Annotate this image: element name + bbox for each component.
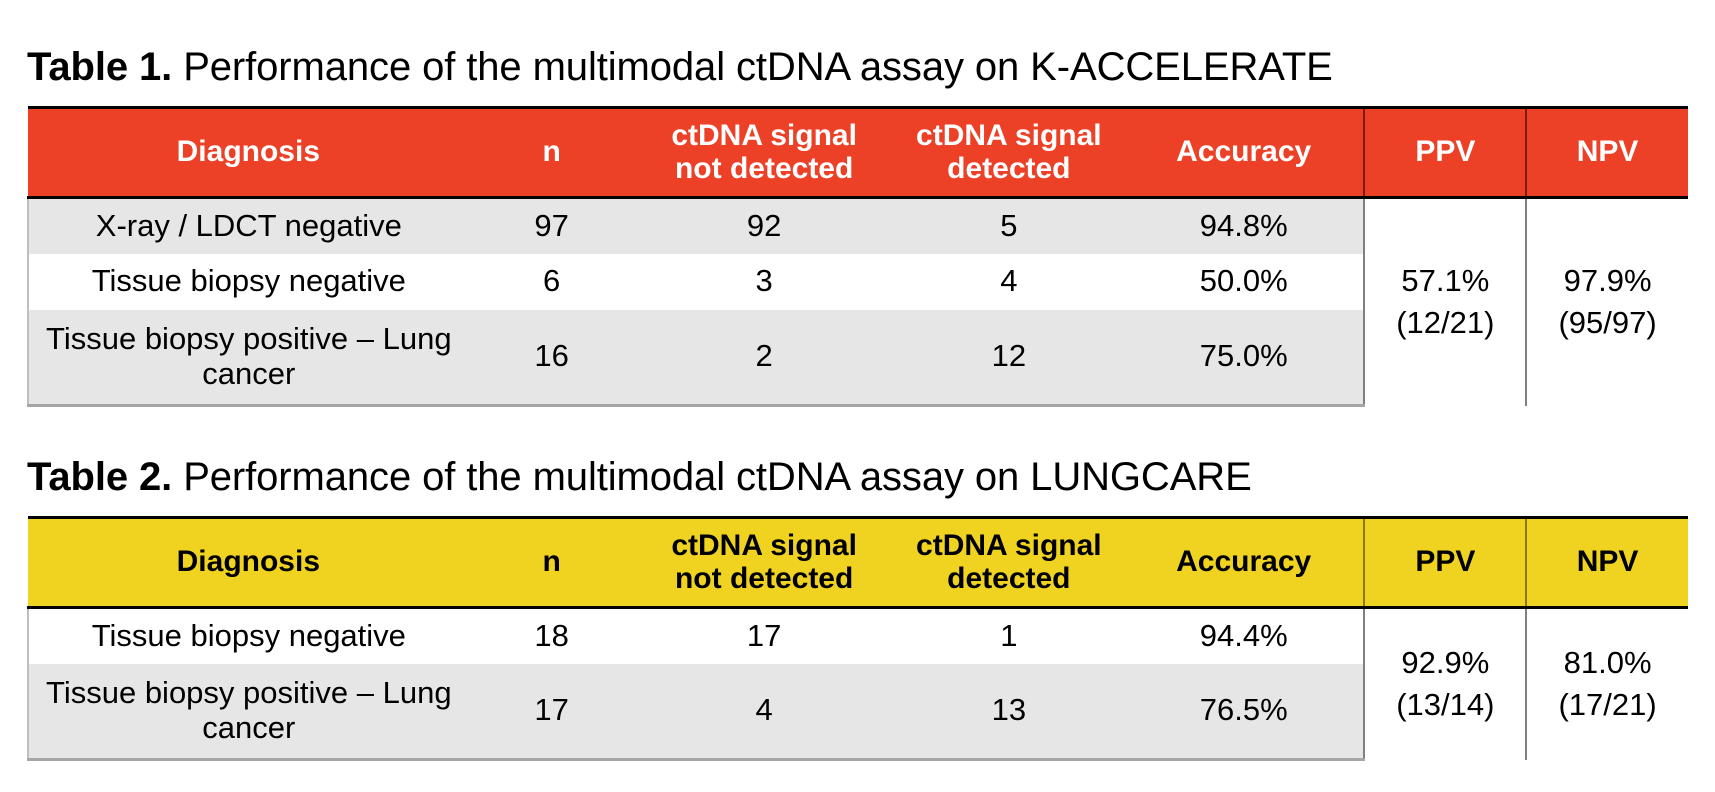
table-2-col-header-n: n [468, 516, 635, 609]
table-1-r1-n: 97 [468, 197, 635, 254]
table-2-npv-value: 81.0% (17/21) [1525, 607, 1688, 760]
table-2-r2-n: 17 [468, 663, 635, 761]
table-1-r3-diagnosis: Tissue biopsy positive – Lung cancer [27, 309, 469, 407]
table-2-lungcare: Diagnosis n ctDNA signal not detected ct… [27, 516, 1688, 761]
table-row: Tissue biopsy negative 18 17 1 94.4% 92.… [27, 607, 1688, 760]
table-1-col-header-not-detected: ctDNA signal not detected [634, 106, 894, 199]
table-2-col-header-npv: NPV [1525, 516, 1688, 609]
table-1-r1-not-detected: 92 [634, 197, 894, 254]
table-1-caption-label: Table 1. [27, 45, 173, 89]
table-2-r1-detected: 1 [893, 607, 1124, 664]
table-1-npv-value: 97.9% (95/97) [1525, 197, 1688, 406]
table-2-r1-diagnosis: Tissue biopsy negative [27, 607, 469, 664]
table-1-r3-accuracy: 75.0% [1123, 309, 1366, 407]
table-1-caption-text: Performance of the multimodal ctDNA assa… [172, 45, 1333, 89]
table-2-r2-diagnosis: Tissue biopsy positive – Lung cancer [27, 663, 469, 761]
table-1-col-header-diagnosis: Diagnosis [28, 106, 469, 199]
table-1-col-header-accuracy: Accuracy [1123, 106, 1365, 199]
table-2-col-header-not-detected: ctDNA signal not detected [634, 516, 894, 609]
table-2-col-header-ppv: PPV [1363, 516, 1527, 609]
table-1-header-row: Diagnosis n ctDNA signal not detected ct… [28, 106, 1688, 199]
table-1-col-header-npv: NPV [1525, 106, 1688, 199]
table-row: Tissue biopsy positive – Lung cancer 17 … [27, 663, 1688, 761]
table-1-r2-detected: 4 [893, 253, 1124, 310]
table-1-r3-detected: 12 [893, 309, 1124, 407]
table-row: Tissue biopsy positive – Lung cancer 16 … [27, 309, 1688, 407]
table-1-r2-n: 6 [468, 253, 635, 310]
table-1-kaccelerate: Diagnosis n ctDNA signal not detected ct… [27, 106, 1688, 407]
table-2-caption-label: Table 2. [27, 455, 173, 499]
table-1-r2-accuracy: 50.0% [1123, 253, 1366, 310]
table-1-r1-accuracy: 94.8% [1123, 197, 1366, 254]
table-2-ppv-value: 92.9% (13/14) [1363, 607, 1527, 760]
table-1-col-header-detected: ctDNA signal detected [893, 106, 1124, 199]
table-row: X-ray / LDCT negative 97 92 5 94.8% 57.1… [27, 197, 1688, 406]
table-2-caption-text: Performance of the multimodal ctDNA assa… [172, 455, 1252, 499]
table-2-r1-n: 18 [468, 607, 635, 664]
table-2-col-header-detected: ctDNA signal detected [893, 516, 1124, 609]
table-1-r3-n: 16 [468, 309, 635, 407]
table-1-r2-not-detected: 3 [634, 253, 894, 310]
table-2-r2-not-detected: 4 [634, 663, 894, 761]
table-1-col-header-ppv: PPV [1363, 106, 1527, 199]
table-1-col-header-n: n [468, 106, 635, 199]
table-2-col-header-diagnosis: Diagnosis [28, 516, 469, 609]
table-1-r3-not-detected: 2 [634, 309, 894, 407]
table-row: Tissue biopsy negative 6 3 4 50.0% [27, 253, 1688, 310]
table-1-caption: Table 1. Performance of the multimodal c… [27, 47, 1333, 87]
table-2-header-row: Diagnosis n ctDNA signal not detected ct… [28, 516, 1688, 609]
table-1-ppv-value: 57.1% (12/21) [1363, 197, 1527, 406]
table-2-r1-accuracy: 94.4% [1123, 607, 1366, 664]
table-2-r2-accuracy: 76.5% [1123, 663, 1366, 761]
table-2-r1-not-detected: 17 [634, 607, 894, 664]
table-2-caption: Table 2. Performance of the multimodal c… [27, 457, 1252, 497]
table-1-r1-diagnosis: X-ray / LDCT negative [27, 197, 469, 254]
table-1-r1-detected: 5 [893, 197, 1124, 254]
table-1-r2-diagnosis: Tissue biopsy negative [27, 253, 469, 310]
table-2-col-header-accuracy: Accuracy [1123, 516, 1365, 609]
table-2-r2-detected: 13 [893, 663, 1124, 761]
